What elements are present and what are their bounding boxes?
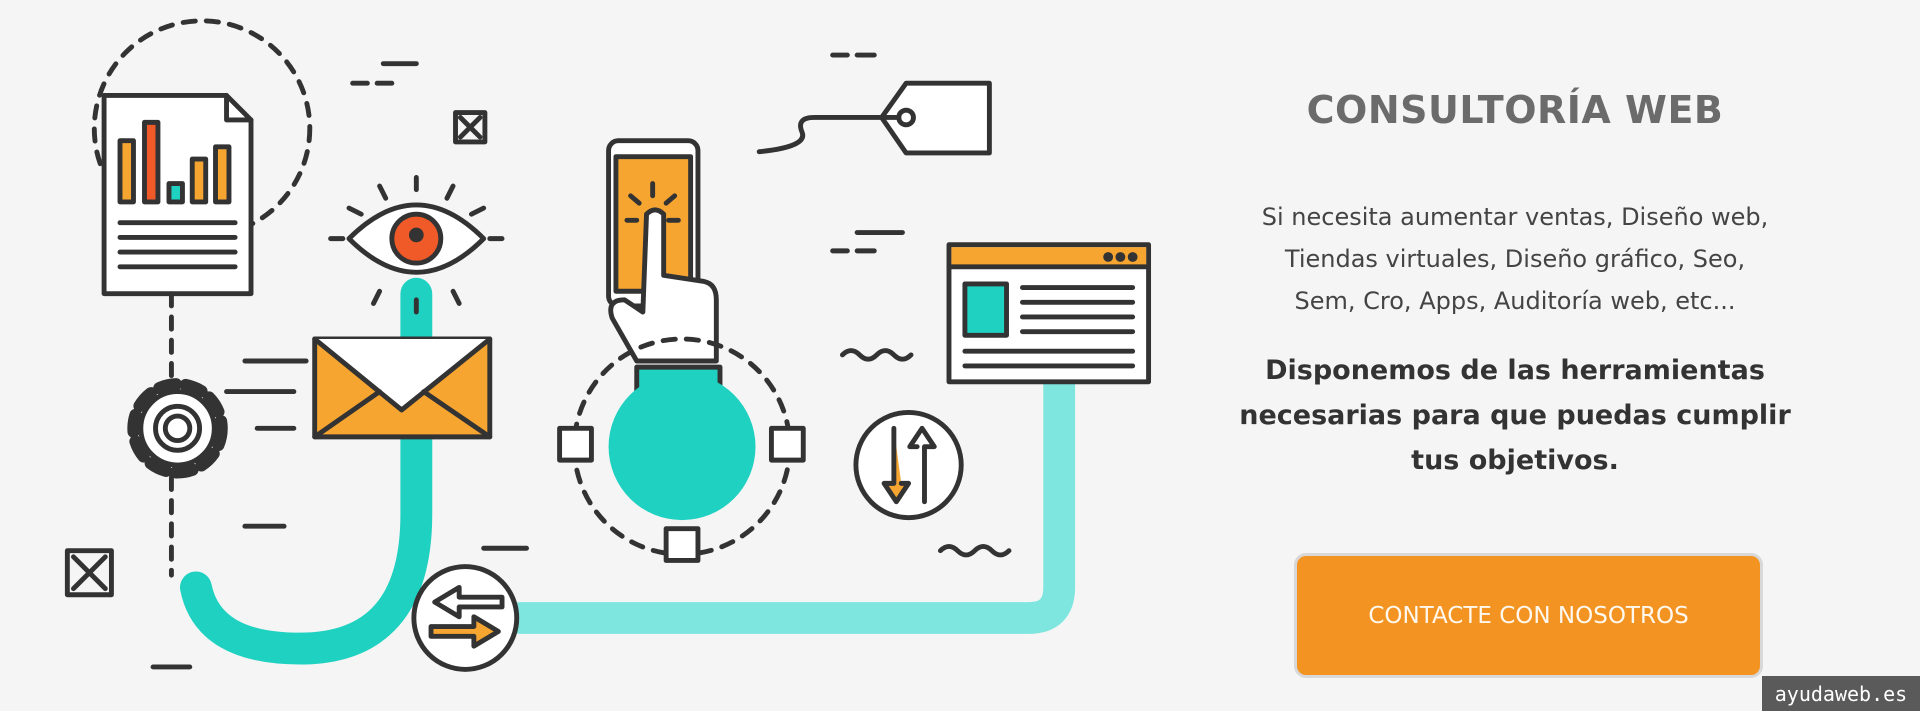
- tagline-line: necesarias para que puedas cumplir: [1239, 400, 1791, 431]
- light-teal-path: [504, 365, 1076, 634]
- envelope-icon: [312, 336, 493, 440]
- contact-us-label: CONTACTE CON NOSOTROS: [1368, 602, 1689, 629]
- page-title: CONSULTORÍA WEB: [1306, 88, 1724, 132]
- watermark: ayudaweb.es: [1762, 676, 1920, 711]
- teal-path: [180, 277, 433, 665]
- browser-window-icon: [946, 242, 1152, 385]
- services-description: Si necesita aumentar ventas, Diseño web,…: [1220, 196, 1810, 322]
- price-tag-icon: [756, 80, 992, 156]
- decorative-wave: [937, 543, 1012, 558]
- description-line: Si necesita aumentar ventas, Diseño web,: [1261, 203, 1769, 231]
- tagline-line: Disponemos de las herramientas: [1265, 355, 1765, 386]
- gear-icon: [127, 378, 228, 479]
- transfer-arrows-icon: [853, 409, 964, 521]
- tagline: Disponemos de las herramientas necesaria…: [1220, 348, 1810, 483]
- exchange-arrows-icon: [411, 564, 520, 672]
- speed-lines: [224, 358, 309, 431]
- eye-icon: [328, 174, 505, 315]
- report-document-icon: [101, 93, 254, 297]
- decorative-wave: [840, 348, 914, 362]
- close-box-icon: [453, 110, 488, 145]
- target-circle: [557, 336, 806, 563]
- close-box-icon: [64, 548, 114, 598]
- decorative-dashes: [150, 52, 905, 670]
- contact-us-button[interactable]: CONTACTE CON NOSOTROS: [1294, 553, 1763, 678]
- description-line: Sem, Cro, Apps, Auditoría web, etc...: [1294, 287, 1736, 315]
- description-line: Tiendas virtuales, Diseño gráfico, Seo,: [1284, 245, 1746, 273]
- tagline-line: tus objetivos.: [1411, 445, 1619, 476]
